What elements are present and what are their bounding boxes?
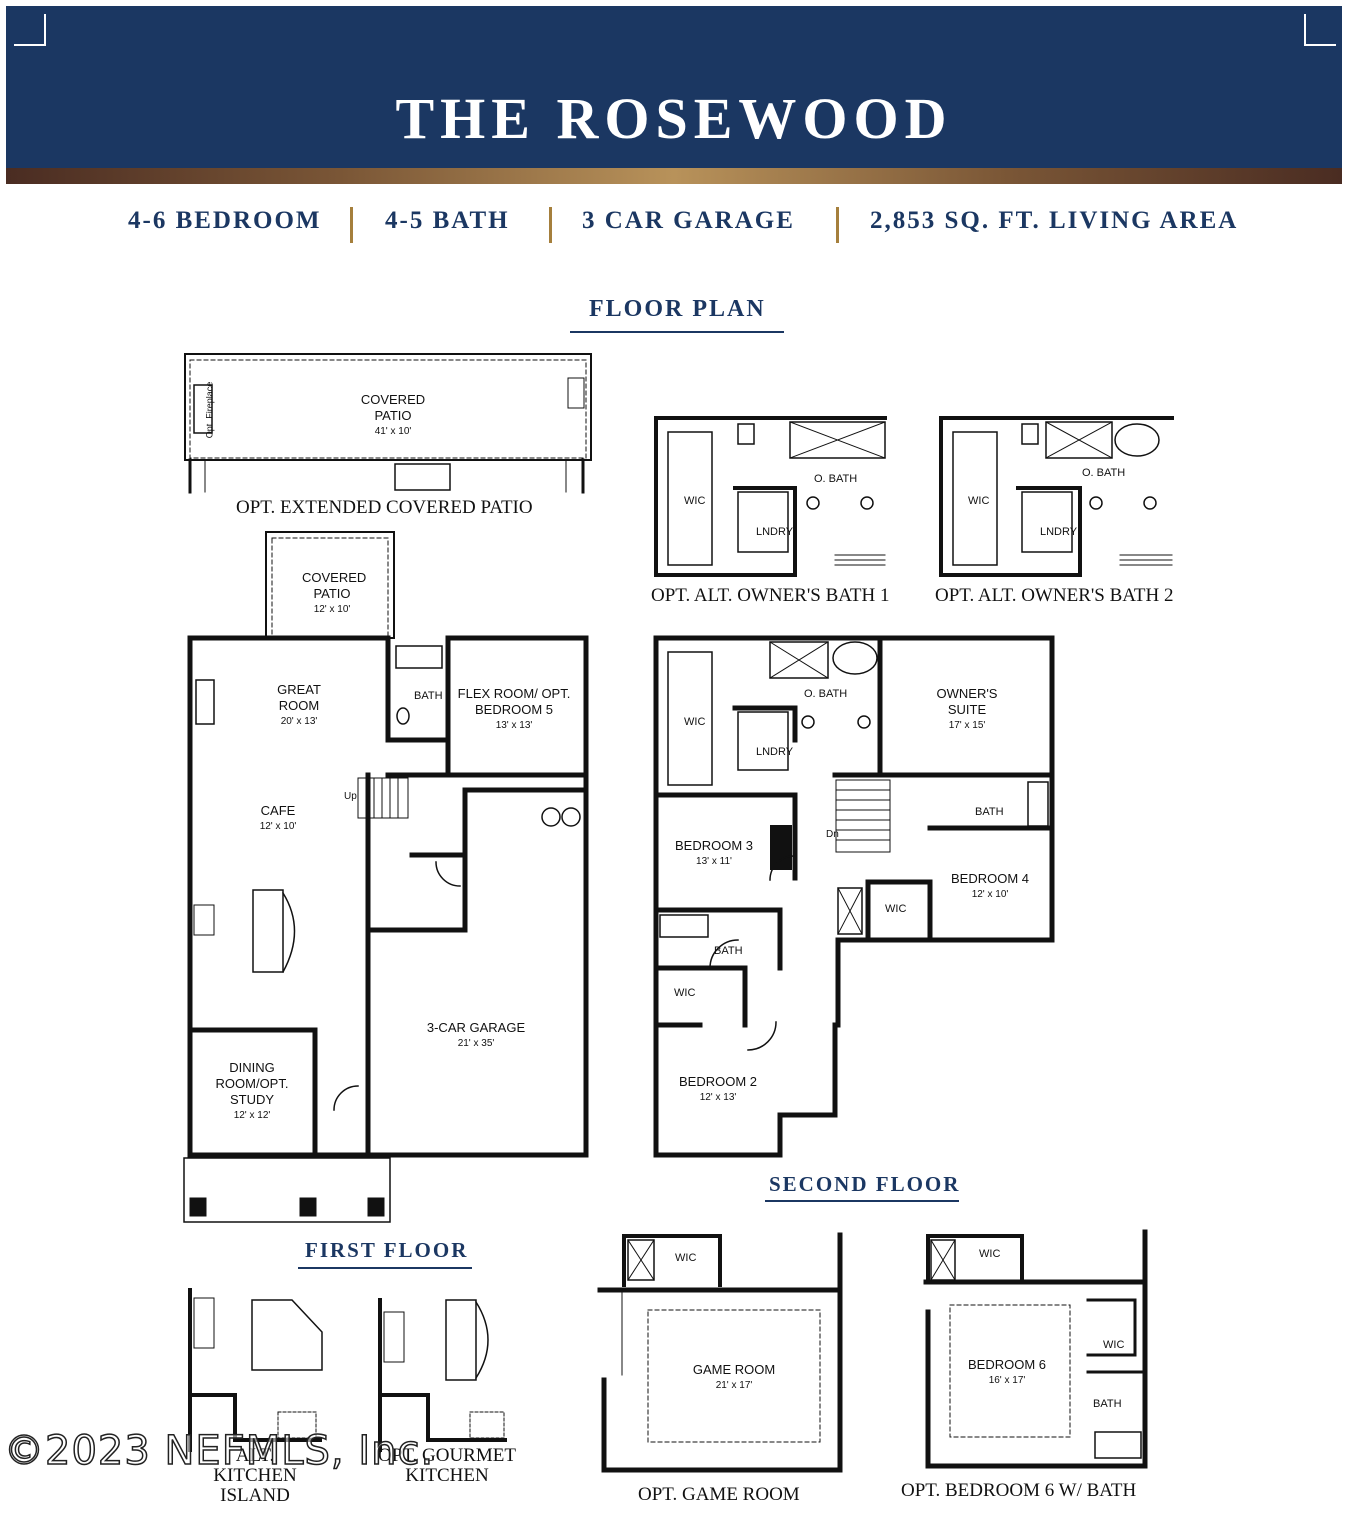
label-bath: BATH (414, 690, 443, 702)
section-floor-plan: FLOOR PLAN (589, 296, 766, 322)
room-label: GAME ROOM 21' x 17' (676, 1362, 792, 1394)
room-label: CAFE 12' x 10' (246, 803, 310, 835)
spec-divider (350, 207, 353, 243)
label-up: Up (344, 791, 357, 802)
label-wic: WIC (885, 903, 907, 915)
label-kitchen-island: ALT. KITCHEN ISLAND (213, 1445, 297, 1506)
room-name: BEDROOM 3 (674, 838, 753, 853)
spec-divider (836, 207, 839, 243)
label-o-bath: O. BATH (1082, 467, 1126, 479)
room-dimensions: 17' x 15' (948, 720, 986, 731)
room-name: BEDROOM 4 (950, 871, 1029, 886)
label-wic: WIC (684, 495, 706, 507)
spec-garage: 3 CAR GARAGE (582, 207, 795, 234)
label-wic: WIC (675, 1252, 697, 1264)
label-alt-bath-1: OPT. ALT. OWNER'S BATH 1 (651, 585, 890, 606)
room-dimensions: 12' x 10' (259, 821, 297, 832)
section-underline (298, 1267, 472, 1269)
room-label: COVERED PATIO 41' x 10' (358, 392, 428, 440)
room-label: COVERED PATIO 12' x 10' (302, 570, 367, 618)
spec-area: 2,853 SQ. FT. LIVING AREA (870, 207, 1239, 234)
room-name: CAFE (260, 803, 296, 818)
room-label: BEDROOM 6 16' x 17' (952, 1357, 1062, 1389)
copyright-watermark: ©2023 NEFMLS, Inc. (3, 1427, 435, 1475)
room-dimensions: 12' x 13' (699, 1092, 737, 1103)
room-dimensions: 13' x 13' (495, 720, 533, 731)
label-lndry: LNDRY (756, 746, 794, 758)
room-name: COVERED PATIO (360, 392, 426, 423)
label-opt-patio: OPT. EXTENDED COVERED PATIO (236, 497, 533, 518)
label-wic: WIC (968, 495, 990, 507)
spec-bar: 4-6 BEDROOM 4-5 BATH 3 CAR GARAGE 2,853 … (0, 207, 1348, 243)
title-banner (6, 6, 1342, 168)
section-underline (570, 331, 784, 333)
room-name: BEDROOM 6 (967, 1357, 1046, 1372)
page-title: THE ROSEWOOD (395, 86, 953, 151)
room-dimensions: 20' x 13' (280, 716, 318, 727)
label-game-room: OPT. GAME ROOM (638, 1484, 800, 1505)
room-label: 3-CAR GARAGE 21' x 35' (424, 1020, 528, 1052)
room-name: BEDROOM 2 (678, 1074, 757, 1089)
label-bath: BATH (975, 806, 1004, 818)
spec-divider (549, 207, 552, 243)
room-dimensions: 12' x 10' (971, 889, 1009, 900)
section-second-floor: SECOND FLOOR (769, 1172, 961, 1196)
room-dimensions: 12' x 12' (233, 1110, 271, 1121)
room-label: BEDROOM 3 13' x 11' (664, 838, 764, 870)
label-bath: BATH (1093, 1398, 1122, 1410)
label-alt-bath-2: OPT. ALT. OWNER'S BATH 2 (935, 585, 1174, 606)
label-wic: WIC (684, 716, 706, 728)
label-o-bath: O. BATH (804, 688, 848, 700)
room-dimensions: 21' x 17' (715, 1380, 753, 1391)
room-name: 3-CAR GARAGE (426, 1020, 526, 1035)
room-name: OWNER'S SUITE (936, 686, 998, 717)
room-name: GREAT ROOM (277, 682, 321, 713)
section-underline (765, 1200, 959, 1202)
room-name: COVERED PATIO (302, 570, 367, 601)
room-name: FLEX ROOM/ OPT. BEDROOM 5 (457, 686, 571, 717)
label-o-bath: O. BATH (814, 473, 858, 485)
label-wic: WIC (674, 987, 696, 999)
room-label: OWNER'S SUITE 17' x 15' (922, 686, 1012, 734)
label-lndry: LNDRY (1040, 526, 1078, 538)
room-label: FLEX ROOM/ OPT. BEDROOM 5 13' x 13' (450, 686, 578, 734)
room-label: BEDROOM 4 12' x 10' (942, 871, 1038, 903)
spec-bedrooms: 4-6 BEDROOM (128, 207, 322, 234)
label-dn: Dn (826, 829, 839, 840)
room-dimensions: 21' x 35' (457, 1038, 495, 1049)
label-wic: WIC (979, 1248, 1001, 1260)
corner-ornament-tl (14, 14, 46, 46)
label-wic: WIC (1103, 1339, 1125, 1351)
gold-stripe (6, 168, 1342, 184)
label-bath: BATH (714, 945, 743, 957)
label-fireplace: Opt. Fireplace (204, 381, 215, 439)
room-dimensions: 41' x 10' (374, 426, 412, 437)
room-label: BEDROOM 2 12' x 13' (668, 1074, 768, 1106)
label-lndry: LNDRY (756, 526, 794, 538)
room-dimensions: 16' x 17' (988, 1375, 1026, 1386)
spec-baths: 4-5 BATH (385, 207, 510, 234)
corner-ornament-tr (1304, 14, 1336, 46)
room-dimensions: 13' x 11' (696, 856, 732, 867)
room-name: GAME ROOM (692, 1362, 776, 1377)
label-gourmet-kitchen: OPT. GOURMET KITCHEN (378, 1445, 516, 1486)
room-dimensions: 12' x 10' (313, 604, 351, 615)
room-label: DINING ROOM/OPT. STUDY 12' x 12' (200, 1060, 304, 1124)
label-bedroom-6: OPT. BEDROOM 6 W/ BATH (901, 1480, 1137, 1501)
room-name: DINING ROOM/OPT. STUDY (215, 1060, 289, 1107)
room-label: GREAT ROOM 20' x 13' (262, 682, 336, 730)
section-first-floor: FIRST FLOOR (305, 1238, 469, 1262)
